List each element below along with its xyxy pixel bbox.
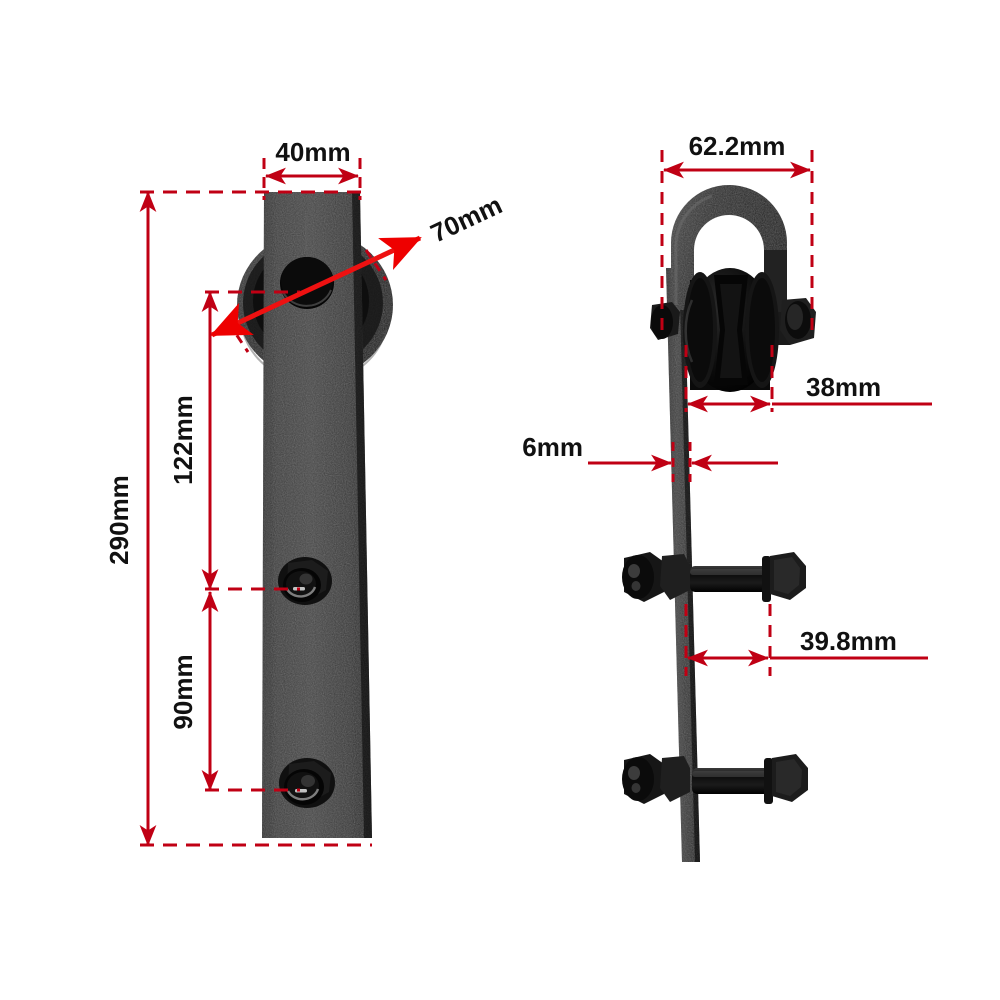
label-bolt-projection: 39.8mm [800, 626, 897, 656]
label-top-to-first-bolt: 122mm [168, 395, 198, 485]
axle-nut-right [780, 298, 816, 345]
through-bolt-upper [622, 552, 806, 602]
label-bolt-spacing: 90mm [168, 654, 198, 729]
label-overall-height: 290mm [104, 475, 134, 565]
side-view-hardware [622, 185, 816, 862]
wheel-diameter-arrow [210, 235, 422, 338]
label-bracket-width: 62.2mm [689, 131, 786, 161]
label-strap-width: 40mm [275, 137, 350, 167]
through-bolt-lower [622, 754, 808, 804]
hanger-strap-plate [262, 192, 372, 838]
axle-nut-left [650, 302, 680, 340]
bolt-head-upper-front [278, 557, 332, 605]
side-view-dimensions [588, 150, 932, 676]
roller-wheel-side [683, 268, 779, 392]
label-wheel-offset: 38mm [806, 372, 881, 402]
label-strap-thickness: 6mm [522, 432, 583, 462]
bolt-head-lower-front [279, 758, 335, 808]
